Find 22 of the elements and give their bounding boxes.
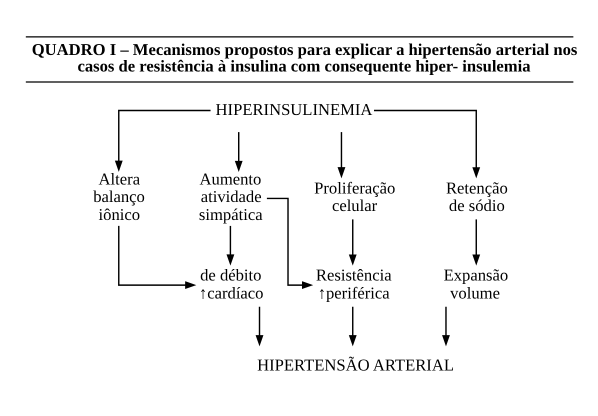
arrow bbox=[348, 218, 357, 266]
arrow bbox=[234, 132, 243, 172]
node-text: HIPERTENSÃO ARTERIAL bbox=[257, 354, 454, 374]
arrow bbox=[256, 306, 264, 346]
arrow bbox=[442, 306, 450, 346]
node-text: Expansão volume bbox=[444, 265, 508, 302]
node-text: Proliferação celular bbox=[314, 178, 396, 215]
arrow bbox=[226, 225, 234, 266]
node-text: Altera balanço iônico bbox=[93, 168, 145, 224]
node-text: Resistência ↑periférica bbox=[316, 265, 392, 302]
node-text: Aumento atividade simpática bbox=[198, 168, 263, 224]
node-text: Retenção de sódio bbox=[446, 178, 508, 215]
arrow bbox=[472, 218, 480, 266]
arrow bbox=[338, 132, 346, 178]
node-text: HIPERINSULINEMIA bbox=[216, 99, 372, 118]
diagram-title: QUADRO I – Mecanismos propostos para explicar a hipertensão arterial nos casos de resistência à insulina com consequente hiper- insulemia bbox=[32, 39, 578, 76]
arrow bbox=[266, 197, 314, 289]
arrow bbox=[348, 306, 357, 346]
arrow bbox=[118, 225, 196, 289]
arrow bbox=[374, 109, 480, 178]
arrow bbox=[114, 109, 211, 172]
node-text: de débito ↑cardíaco bbox=[198, 265, 264, 302]
